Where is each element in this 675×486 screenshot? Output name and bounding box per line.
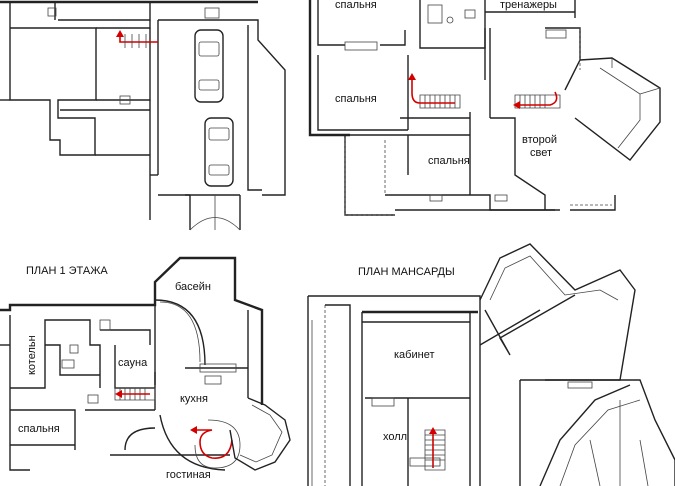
room-label-line: свет	[530, 147, 552, 159]
room-label-line: второй	[522, 134, 557, 146]
room-label: холл	[383, 431, 407, 443]
room-label: спальня	[335, 93, 377, 105]
room-label: кабинет	[394, 349, 434, 361]
basement-plan	[0, 0, 286, 231]
room-label: спальня	[428, 155, 470, 167]
room-label: второй свет	[522, 134, 560, 159]
ground-floor-plan	[0, 256, 291, 471]
room-label: гостиная	[166, 469, 211, 481]
attic-title: ПЛАН МАНСАРДЫ	[358, 266, 455, 278]
room-label: котельн	[26, 335, 38, 375]
attic-plan	[307, 243, 675, 486]
room-label: басейн	[175, 281, 211, 293]
room-label: спальня	[335, 0, 377, 11]
room-label: сауна	[118, 357, 148, 369]
stair-arrow-icon	[195, 429, 233, 459]
room-label: тренажеры	[500, 0, 557, 11]
room-label: кухня	[180, 393, 208, 405]
car-icon	[194, 29, 224, 103]
second-floor-plan	[308, 0, 661, 216]
stair-arrow-icon	[518, 91, 558, 106]
stair-arrow-icon	[411, 78, 455, 104]
ground-floor-title: ПЛАН 1 ЭТАЖА	[26, 265, 108, 277]
stair-arrow-icon	[119, 35, 158, 43]
room-label: спальня	[18, 423, 60, 435]
car-icon	[204, 117, 234, 187]
